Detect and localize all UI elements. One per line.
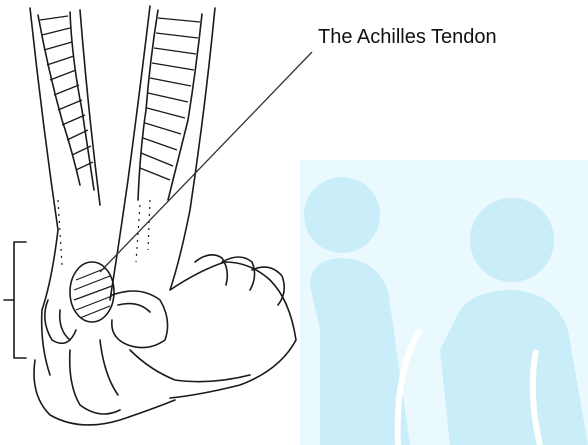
achilles-anatomy-illustration (0, 0, 310, 445)
achilles-tendon-label: The Achilles Tendon (318, 26, 497, 49)
watermark-people-figures (300, 0, 588, 445)
